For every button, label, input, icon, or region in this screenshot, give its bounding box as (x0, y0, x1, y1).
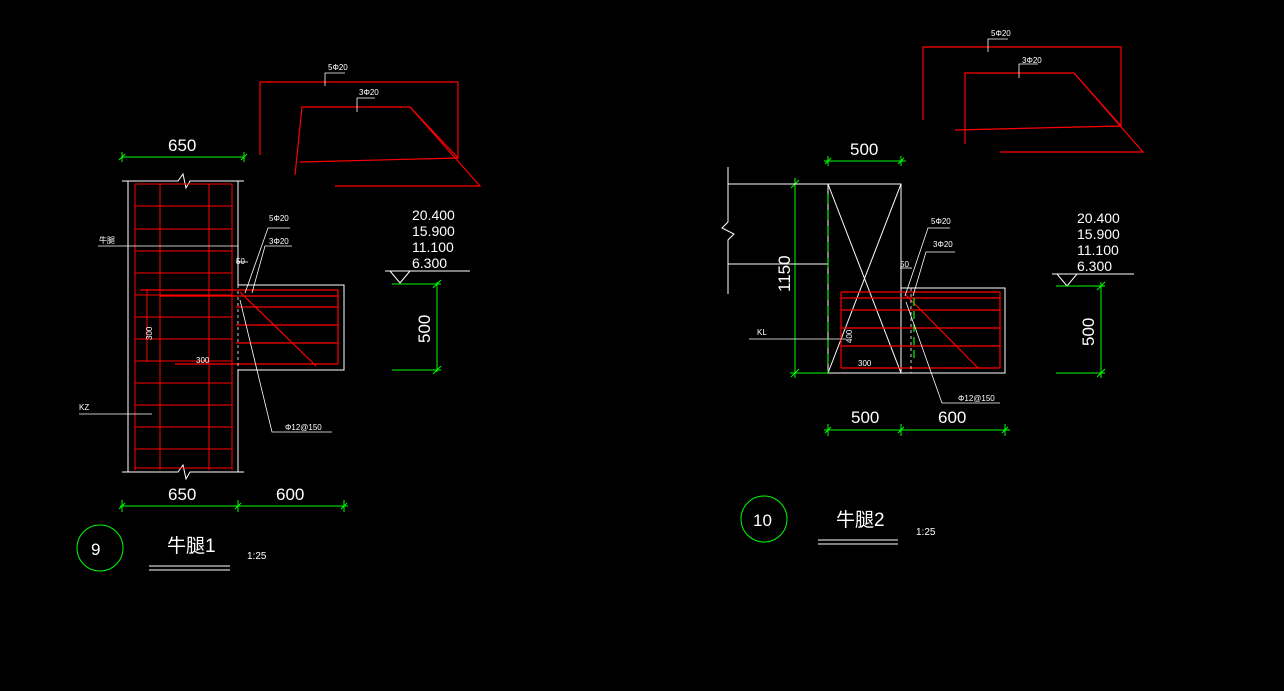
elevation-10-1: 15.900 (1077, 226, 1120, 242)
dim-top-10-text: 500 (850, 140, 878, 159)
dim-top-9-text: 650 (168, 136, 196, 155)
elevation-9-0: 20.400 (412, 207, 455, 223)
elevation-9-2: 11.100 (412, 239, 454, 255)
elevation-block-9: 20.400 15.900 11.100 6.300 (385, 207, 470, 284)
detail-scale-10: 1:25 (916, 527, 936, 538)
dim-bottom-col-9: 650 (168, 485, 196, 504)
stirrup-label-9: Φ12@150 (285, 423, 322, 432)
bend-top-label-10: 5Φ20 (991, 29, 1011, 38)
stirrup-label-10: Φ12@150 (958, 394, 995, 403)
bottom-bar-label-10: 3Φ20 (933, 240, 953, 249)
dim-height-9-text: 500 (415, 315, 434, 343)
dim-top-9 (118, 152, 248, 162)
dim-horiz-300-9: 300 (196, 356, 210, 365)
column-rebar-9 (134, 183, 233, 470)
detail-number-circle-10 (740, 495, 788, 543)
dim-bottom-10 (824, 424, 1010, 436)
detail-title-9: 牛腿1 (167, 535, 216, 557)
dim-height-10-text: 500 (1079, 318, 1098, 346)
bend-bottom-label-9: 3Φ20 (359, 88, 379, 97)
dim-bottom-corbel-10: 600 (938, 408, 966, 427)
dim-bottom-9 (118, 500, 348, 512)
column-label-9: KZ (79, 403, 89, 412)
detail-10: 5Φ20 3Φ20 500 1150 (721, 29, 1145, 545)
detail-9: 5Φ20 3Φ20 650 (76, 63, 482, 572)
column-10 (827, 183, 902, 374)
detail-title-10: 牛腿2 (836, 509, 885, 531)
bottom-bar-label-9: 3Φ20 (269, 237, 289, 246)
elevation-block-10: 20.400 15.900 11.100 6.300 (1052, 210, 1134, 287)
dim-50-9: 50 (236, 257, 245, 266)
dim-col-height-10 (790, 178, 828, 378)
corbel-10 (840, 287, 1006, 374)
corbel-9 (140, 284, 345, 371)
bent-bar-schematic-10 (922, 46, 1145, 153)
dim-vert-400-10: 400 (845, 329, 854, 343)
elevation-10-3: 6.300 (1077, 258, 1112, 274)
detail-number-9: 9 (91, 540, 100, 559)
detail-number-circle-9 (76, 524, 124, 572)
beam-stub-10 (721, 167, 828, 294)
dim-height-10 (1056, 281, 1106, 378)
dim-top-10 (824, 156, 906, 166)
top-bar-label-10: 5Φ20 (931, 217, 951, 226)
column-9 (122, 172, 244, 481)
bend-top-label-9: 5Φ20 (328, 63, 348, 72)
elevation-10-2: 11.100 (1077, 242, 1119, 258)
elevation-10-0: 20.400 (1077, 210, 1120, 226)
dim-vert-300-9: 300 (145, 326, 154, 340)
detail-scale-9: 1:25 (247, 551, 267, 562)
dim-bottom-corbel-9: 600 (276, 485, 304, 504)
beam-label-9: 牛腿 (99, 235, 115, 245)
bent-bar-schematic-9 (259, 81, 482, 187)
elevation-9-3: 6.300 (412, 255, 447, 271)
dim-horiz-300-10: 300 (858, 359, 872, 368)
leaders-10 (749, 227, 1000, 404)
dim-bottom-col-10: 500 (851, 408, 879, 427)
bend-bottom-label-10: 3Φ20 (1022, 56, 1042, 65)
dim-height-9 (392, 279, 442, 375)
elevation-9-1: 15.900 (412, 223, 455, 239)
leaders-9 (79, 227, 332, 433)
top-bar-label-9: 5Φ20 (269, 214, 289, 223)
dim-col-height-10-text: 1150 (775, 255, 794, 292)
beam-label-10: KL (757, 328, 767, 337)
detail-number-10: 10 (753, 511, 772, 530)
dim-50-10: 50 (900, 260, 909, 269)
